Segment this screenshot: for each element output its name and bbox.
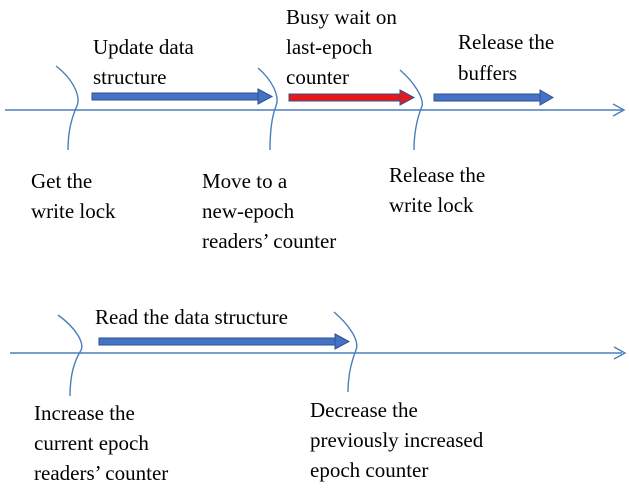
writer-step-3-line-1: Release the xyxy=(458,30,554,54)
reader-step-arrow-1 xyxy=(98,333,351,350)
writer-step-label-1: Update data structure xyxy=(93,35,199,89)
reader-event-label-1: Increase the current epoch readers’ coun… xyxy=(34,401,168,485)
writer-step-label-3: Release the buffers xyxy=(458,30,559,85)
reader-timeline-arrowhead xyxy=(613,346,627,360)
reader-event-2-line-1: Decrease the xyxy=(310,398,418,422)
writer-step-2-line-3: counter xyxy=(286,65,349,89)
writer-event-2-line-1: Move to a xyxy=(202,169,288,193)
writer-step-3-line-2: buffers xyxy=(458,61,517,85)
reader-event-tick-1 xyxy=(57,314,83,397)
writer-event-1-line-1: Get the xyxy=(31,169,92,193)
writer-event-3-line-2: write lock xyxy=(389,193,474,217)
reader-event-1-line-2: current epoch xyxy=(34,431,149,455)
writer-event-3-line-1: Release the xyxy=(389,163,485,187)
reader-step-label-1: Read the data structure xyxy=(95,305,288,329)
reader-event-1-line-3: readers’ counter xyxy=(34,461,168,485)
reader-event-tick-2 xyxy=(333,311,358,393)
writer-event-2-line-3: readers’ counter xyxy=(202,229,336,253)
writer-step-1-line-2: structure xyxy=(93,65,166,89)
reader-timeline: Read the data structure Increase the cur… xyxy=(10,305,627,485)
writer-step-1-line-1: Update data xyxy=(93,35,195,59)
writer-event-2-line-2: new-epoch xyxy=(202,199,295,223)
writer-event-label-2: Move to a new-epoch readers’ counter xyxy=(202,169,336,253)
writer-event-label-3: Release the write lock xyxy=(389,163,490,217)
writer-event-label-1: Get the write lock xyxy=(31,169,116,223)
writer-event-tick-3 xyxy=(399,69,423,151)
writer-step-arrow-3 xyxy=(433,89,555,106)
writer-step-2-line-2: last-epoch xyxy=(286,35,373,59)
writer-step-label-2: Busy wait on last-epoch counter xyxy=(286,5,402,89)
writer-step-arrow-2-busy xyxy=(288,89,416,106)
writer-step-2-line-1: Busy wait on xyxy=(286,5,397,29)
writer-step-arrow-1 xyxy=(91,88,274,105)
reader-event-label-2: Decrease the previously increased epoch … xyxy=(310,398,488,482)
writer-event-tick-2 xyxy=(257,67,278,151)
reader-event-2-line-3: epoch counter xyxy=(310,458,428,482)
writer-event-tick-1 xyxy=(55,65,79,151)
writer-event-1-line-2: write lock xyxy=(31,199,116,223)
reader-event-2-line-2: previously increased xyxy=(310,428,484,452)
reader-event-1-line-1: Increase the xyxy=(34,401,135,425)
writer-timeline: Update data structure Busy wait on last-… xyxy=(5,5,626,253)
writer-timeline-arrowhead xyxy=(612,103,626,117)
reader-step-1-line-1: Read the data structure xyxy=(95,305,288,329)
